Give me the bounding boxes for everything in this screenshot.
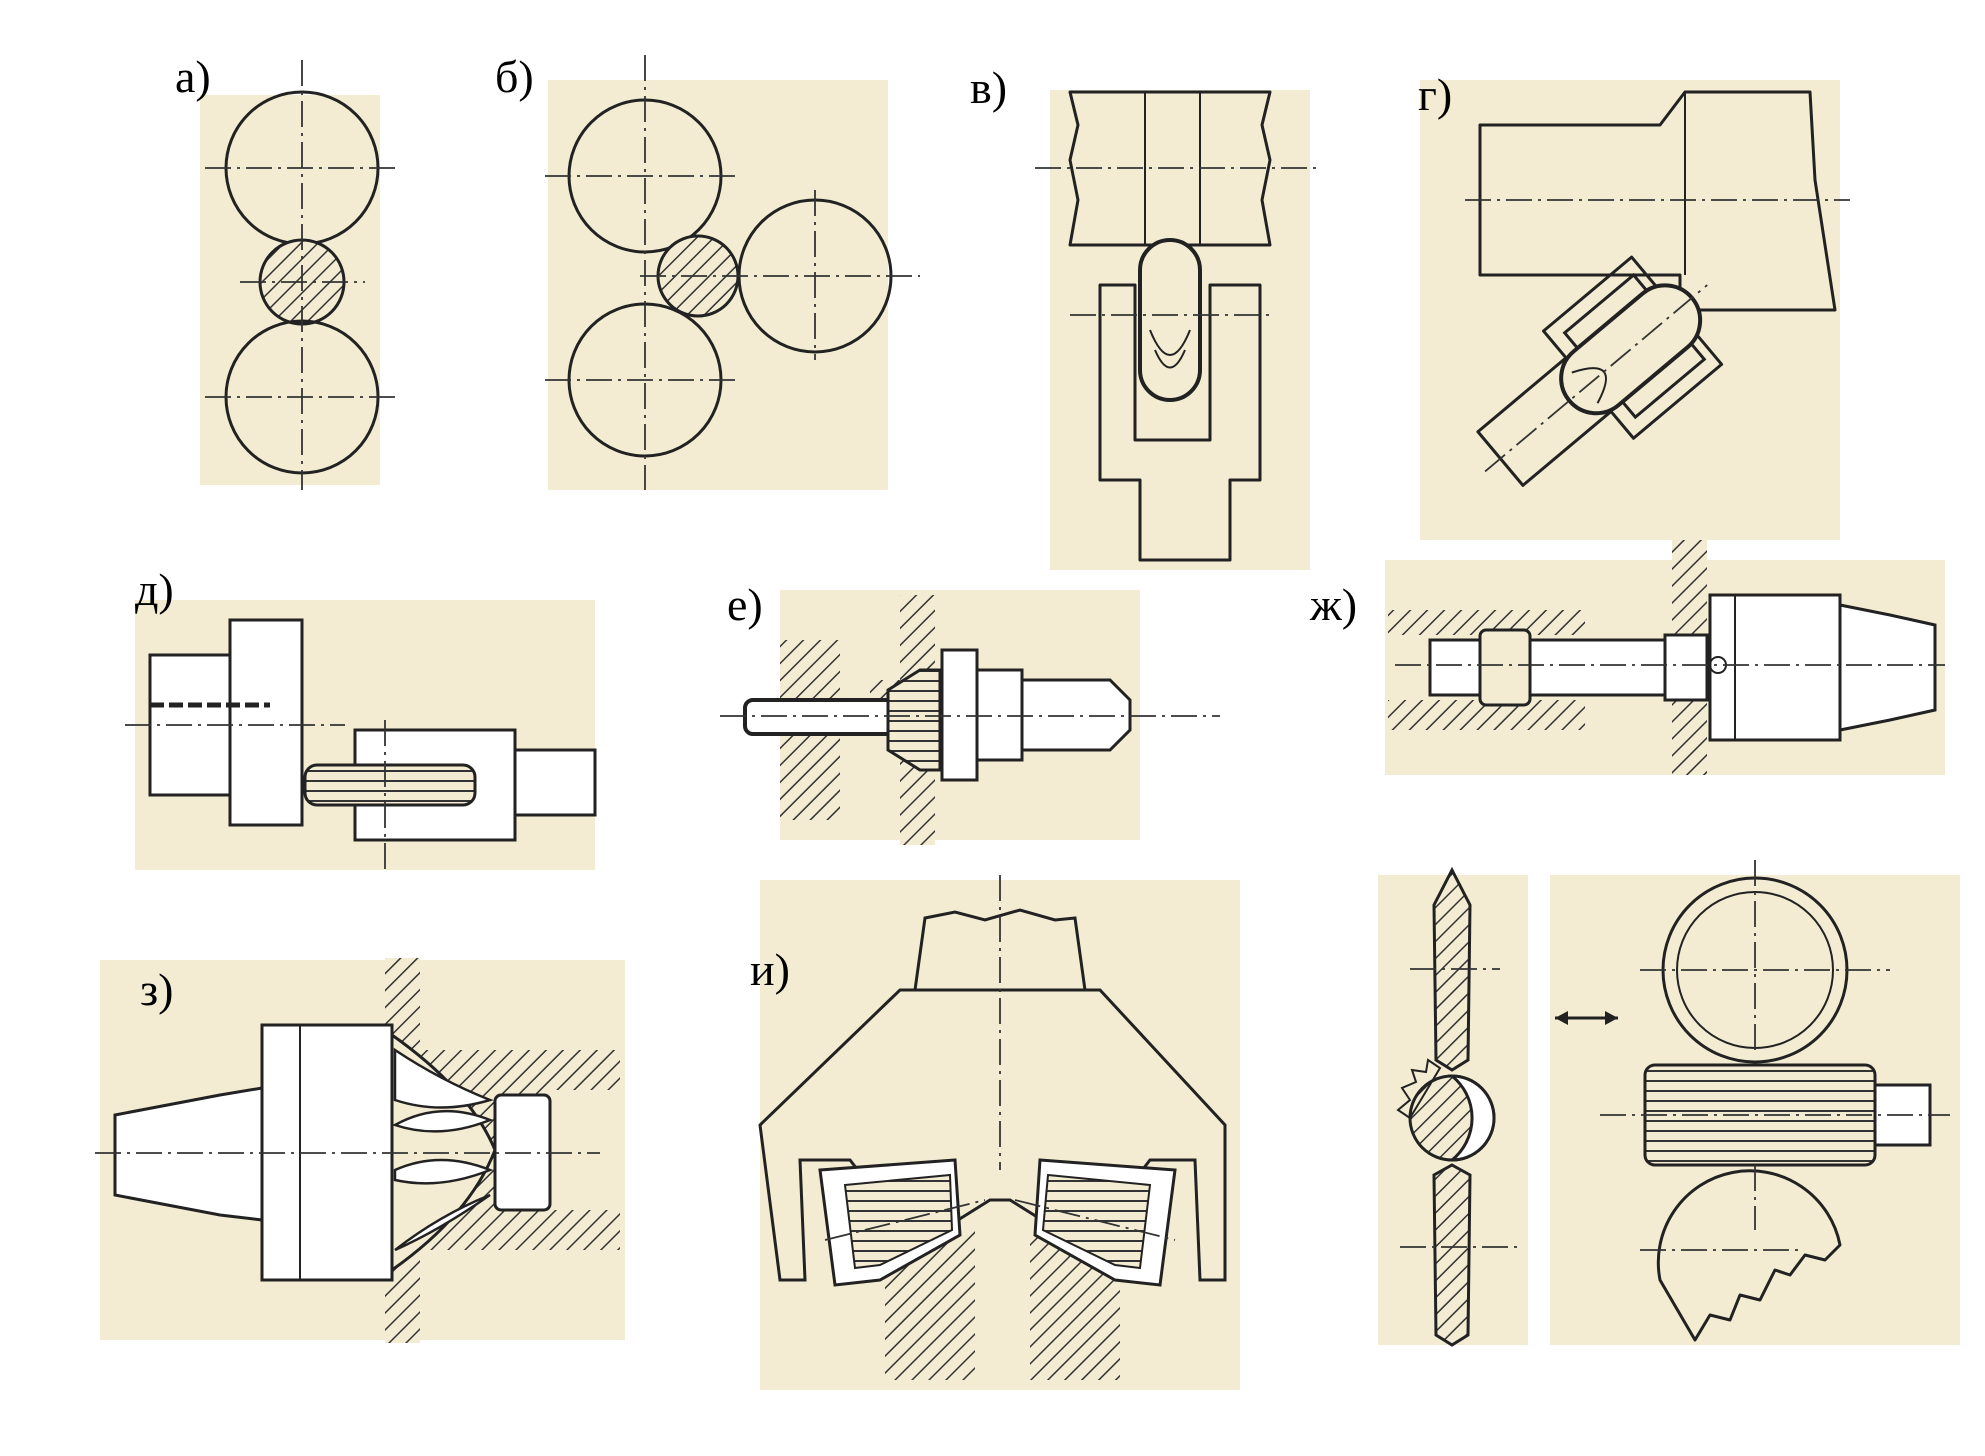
- label-a: а): [175, 51, 211, 102]
- knurling-roller: [303, 763, 477, 807]
- workpiece-shaft: [1428, 638, 1672, 697]
- fork-holder: [1098, 283, 1262, 562]
- roller-bearing: [1478, 628, 1532, 707]
- roller-right-knurl: [1041, 1173, 1152, 1270]
- housing-hatch-top: [1388, 610, 1585, 635]
- label-d: д): [135, 564, 174, 615]
- roller-shading: [1154, 349, 1186, 369]
- label-i: и): [750, 944, 790, 995]
- roll-lower-broken: [1656, 1169, 1842, 1342]
- holder-shank: [1020, 678, 1132, 752]
- scheme-e: е): [720, 579, 1220, 845]
- roller-shading: [1149, 329, 1191, 356]
- roller-2: [391, 1109, 494, 1133]
- disc-upper: [1432, 866, 1472, 1072]
- workpiece-shaft: [1478, 90, 1837, 312]
- bevel-roller: [886, 668, 942, 772]
- roller-tool: [1138, 238, 1202, 402]
- chuck-body: [1708, 593, 1842, 742]
- axis-roller-right: [1014, 1199, 1176, 1241]
- roller-flange: [940, 648, 979, 782]
- knurling-roll: [1643, 1063, 1877, 1167]
- holder-body: [1476, 255, 1724, 487]
- workpiece-half: [1447, 1074, 1496, 1162]
- label-g: г): [1418, 69, 1452, 120]
- holder-shank: [513, 748, 597, 817]
- scheme-a: а): [175, 51, 400, 490]
- scheme-z: з): [95, 958, 625, 1343]
- axis-roller: [1484, 284, 1708, 473]
- disc-lower: [1432, 1163, 1472, 1347]
- arrow-head-right: [1605, 1011, 1618, 1025]
- scheme-d: д): [125, 564, 597, 870]
- inclined-holder: [1476, 255, 1724, 487]
- label-z: з): [140, 964, 174, 1015]
- holder-body: [975, 668, 1024, 762]
- scheme-v: в): [970, 62, 1320, 570]
- spindle-body: [1068, 90, 1272, 247]
- scheme-k: [1378, 860, 1960, 1347]
- roller-1: [393, 1047, 494, 1109]
- scheme-zh: ж): [1309, 540, 1945, 775]
- chuck-body: [228, 618, 304, 827]
- arrow-head-left: [1555, 1011, 1568, 1025]
- gear-teeth: [1396, 1058, 1442, 1120]
- chuck-taper: [1838, 603, 1937, 732]
- scheme-i: и): [750, 875, 1240, 1390]
- roller-4: [394, 1193, 491, 1252]
- coupling: [1663, 633, 1709, 702]
- roller-3: [393, 1158, 494, 1185]
- label-zh: ж): [1309, 579, 1357, 630]
- label-v: в): [970, 62, 1007, 113]
- housing-hatch-bottom: [1388, 700, 1585, 730]
- scheme-b: б): [495, 51, 920, 490]
- label-b: б): [495, 51, 534, 102]
- axis-roller-left: [824, 1199, 986, 1241]
- label-e: е): [727, 579, 763, 630]
- workpiece-rod: [743, 698, 897, 736]
- scheme-g: г): [1418, 69, 1850, 540]
